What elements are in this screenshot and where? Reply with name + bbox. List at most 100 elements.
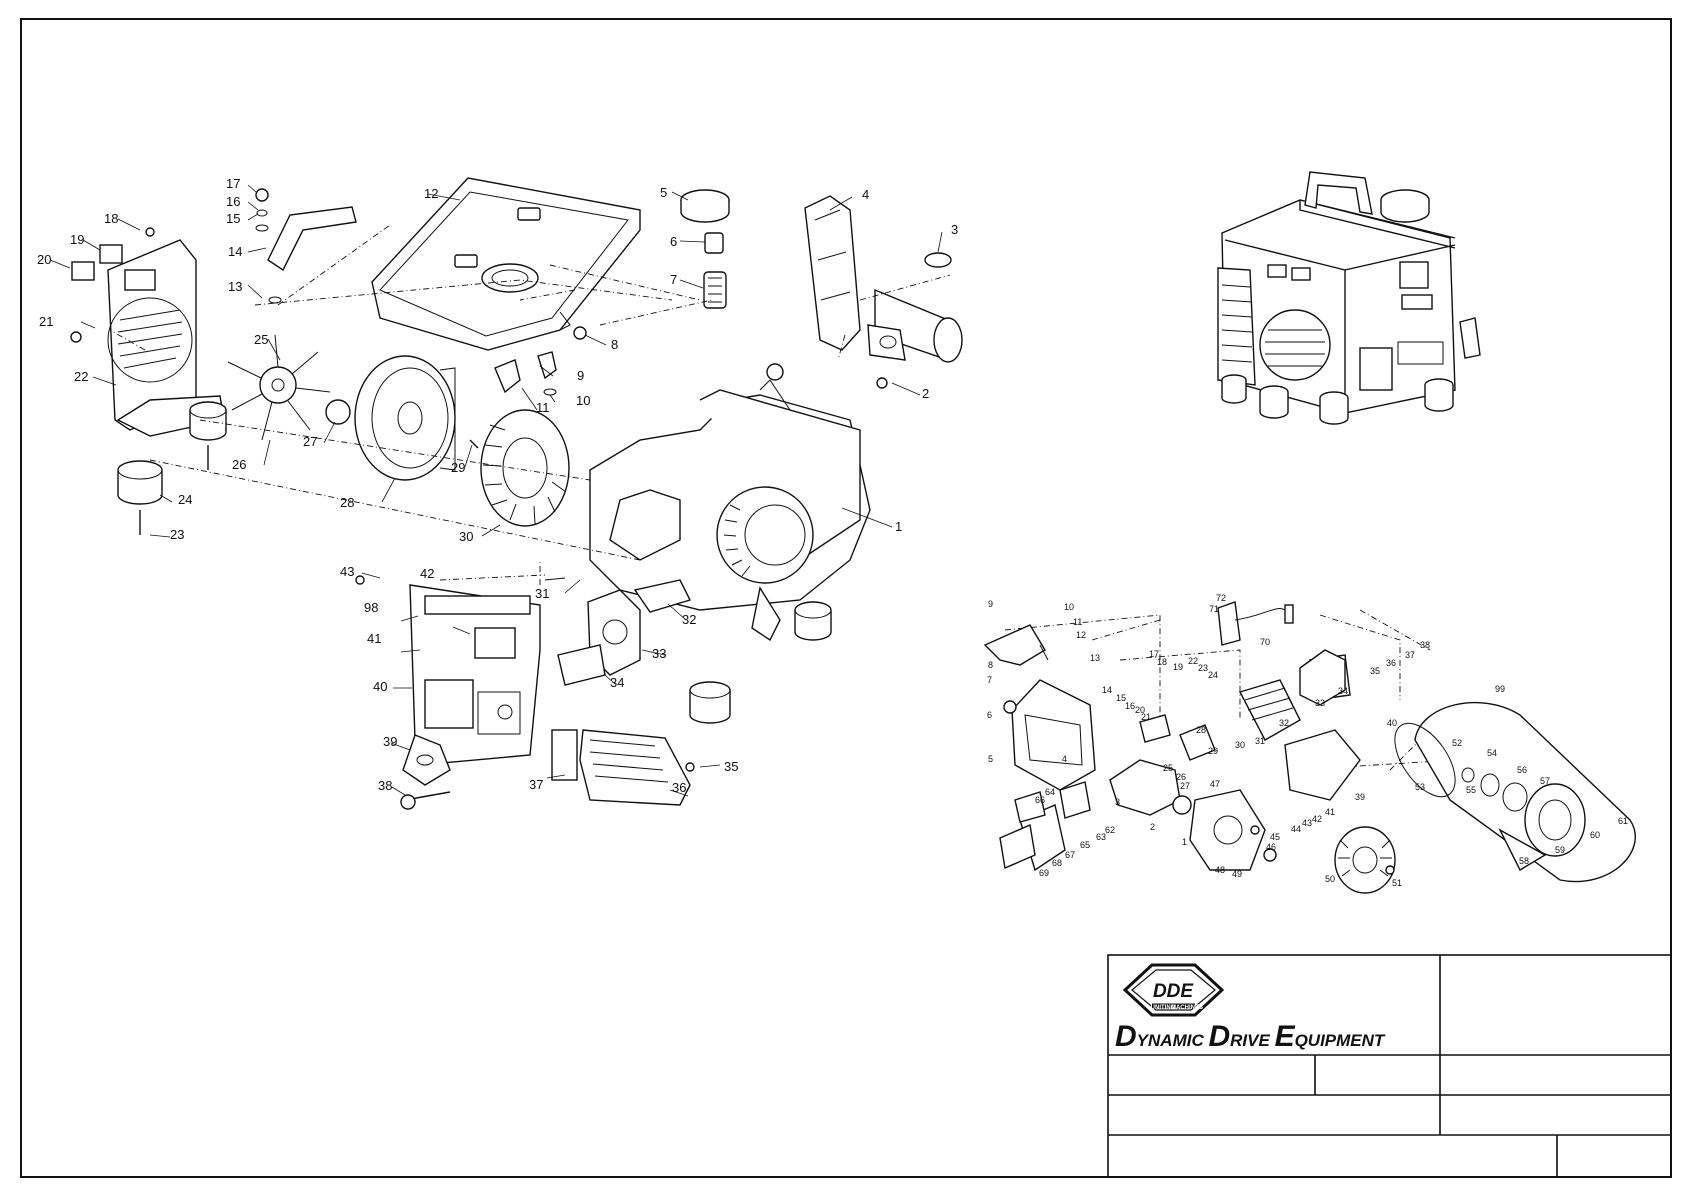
outlet-gasket xyxy=(402,734,451,786)
rubber-foot-b xyxy=(117,460,163,505)
main-callout-28: 28 xyxy=(340,495,354,510)
main-callout-3: 3 xyxy=(951,222,958,237)
engine-callout-41: 41 xyxy=(1325,807,1335,817)
company-name-rest-3: QUIPMENT xyxy=(1295,1031,1386,1050)
engine-callout-7: 7 xyxy=(987,675,992,685)
engine-callout-34: 34 xyxy=(1338,686,1348,696)
engine-callout-21: 21 xyxy=(1141,712,1151,722)
main-callout-9: 9 xyxy=(577,368,584,383)
main-callout-6: 6 xyxy=(670,234,677,249)
iso-side-cover xyxy=(1217,267,1256,386)
assembled-generator-view xyxy=(1217,171,1481,425)
engine-callout-67: 67 xyxy=(1065,850,1075,860)
rubber-foot-a xyxy=(189,401,227,441)
company-name-initial-3: E xyxy=(1275,1020,1296,1053)
engine-callout-37: 37 xyxy=(1405,650,1415,660)
company-name-initial-1: D xyxy=(1115,1020,1137,1053)
engine-callout-99: 99 xyxy=(1495,684,1505,694)
main-callout-42: 42 xyxy=(420,566,434,581)
engine-callout-4: 4 xyxy=(1062,754,1067,764)
main-callout-4: 4 xyxy=(862,187,869,202)
outlet xyxy=(71,261,95,281)
engine-callout-52: 52 xyxy=(1452,738,1462,748)
main-callout-33: 33 xyxy=(652,646,666,661)
engine-callout-36: 36 xyxy=(1386,658,1396,668)
sheet-border xyxy=(20,18,1672,1178)
engine-callout-35: 35 xyxy=(1370,666,1380,676)
main-callout-32: 32 xyxy=(682,612,696,627)
main-callouts: 1234567891011121314151617181920212223242… xyxy=(37,176,958,795)
main-callout-43: 43 xyxy=(340,564,354,579)
main-callout-1: 1 xyxy=(895,519,902,534)
engine-callout-71: 71 xyxy=(1209,604,1219,614)
main-callout-21: 21 xyxy=(39,314,53,329)
engine-callout-68: 68 xyxy=(1052,858,1062,868)
control-panel xyxy=(409,584,541,766)
engine-callout-57: 57 xyxy=(1540,776,1550,786)
engine-callout-43: 43 xyxy=(1302,818,1312,828)
cooling-fan xyxy=(227,334,331,441)
iso-meter xyxy=(1399,261,1429,289)
main-callout-98: 98 xyxy=(364,600,378,615)
main-callout-13: 13 xyxy=(228,279,242,294)
engine-callout-19: 19 xyxy=(1173,662,1183,672)
dde-logo: DDE UNITING MACHINES xyxy=(1122,963,1225,1017)
main-callout-25: 25 xyxy=(254,332,268,347)
engine-callout-10: 10 xyxy=(1064,602,1074,612)
engine-callout-18: 18 xyxy=(1157,657,1167,667)
engine-callout-40: 40 xyxy=(1387,718,1397,728)
main-callout-38: 38 xyxy=(378,778,392,793)
main-callout-20: 20 xyxy=(37,252,51,267)
main-callout-15: 15 xyxy=(226,211,240,226)
main-callout-37: 37 xyxy=(529,777,543,792)
outlet-cover xyxy=(99,244,123,264)
engine-callout-6: 6 xyxy=(987,710,992,720)
logo-subtext-left: UNITING xyxy=(1151,1005,1176,1011)
engine-callout-30: 30 xyxy=(1235,740,1245,750)
main-callout-40: 40 xyxy=(373,679,387,694)
e-piston xyxy=(1179,724,1216,761)
engine-callout-70: 70 xyxy=(1260,637,1270,647)
e-crankcase-left xyxy=(1011,679,1096,791)
engine-callout-27: 27 xyxy=(1180,781,1190,791)
engine-callout-38: 38 xyxy=(1420,640,1430,650)
engine-callout-55: 55 xyxy=(1466,785,1476,795)
engine-callout-20: 20 xyxy=(1135,705,1145,715)
title-block: DDE UNITING MACHINES DYNAMIC DRIVE EQUIP… xyxy=(1107,954,1672,1178)
company-name: DYNAMIC DRIVE EQUIPMENT xyxy=(1115,1020,1386,1053)
engine-callout-12: 12 xyxy=(1076,630,1086,640)
main-callout-24: 24 xyxy=(178,492,192,507)
main-callout-27: 27 xyxy=(303,434,317,449)
main-exploded-diagram: 1234567891011121314151617181920212223242… xyxy=(37,176,963,810)
engine-callout-69: 69 xyxy=(1039,868,1049,878)
engine-callout-9: 9 xyxy=(988,599,993,609)
fuel-strainer xyxy=(703,271,727,309)
iso-recoil xyxy=(1259,309,1331,381)
engine-callout-72: 72 xyxy=(1216,593,1226,603)
main-callout-17: 17 xyxy=(226,176,240,191)
e-cylinder xyxy=(1238,679,1301,741)
engine-callout-24: 24 xyxy=(1208,670,1218,680)
engine-callout-48: 48 xyxy=(1215,865,1225,875)
engine-callout-62: 62 xyxy=(1105,825,1115,835)
main-callout-35: 35 xyxy=(724,759,738,774)
engine-callout-49: 49 xyxy=(1232,869,1242,879)
fuel-tank xyxy=(371,177,641,351)
engine-callout-23: 23 xyxy=(1198,663,1208,673)
main-callout-41: 41 xyxy=(367,631,381,646)
fan-nut xyxy=(325,399,351,425)
engine-foot-2 xyxy=(689,681,731,724)
engine-callout-53: 53 xyxy=(1415,782,1425,792)
main-callout-23: 23 xyxy=(170,527,184,542)
engine-callout-16: 16 xyxy=(1125,701,1135,711)
engine-callout-22: 22 xyxy=(1188,656,1198,666)
rotor xyxy=(354,355,456,481)
engine-callout-39: 39 xyxy=(1355,792,1365,802)
main-callout-5: 5 xyxy=(660,185,667,200)
insulator xyxy=(557,644,606,686)
e-recoil-starter xyxy=(1394,702,1636,883)
engine-callout-45: 45 xyxy=(1270,832,1280,842)
